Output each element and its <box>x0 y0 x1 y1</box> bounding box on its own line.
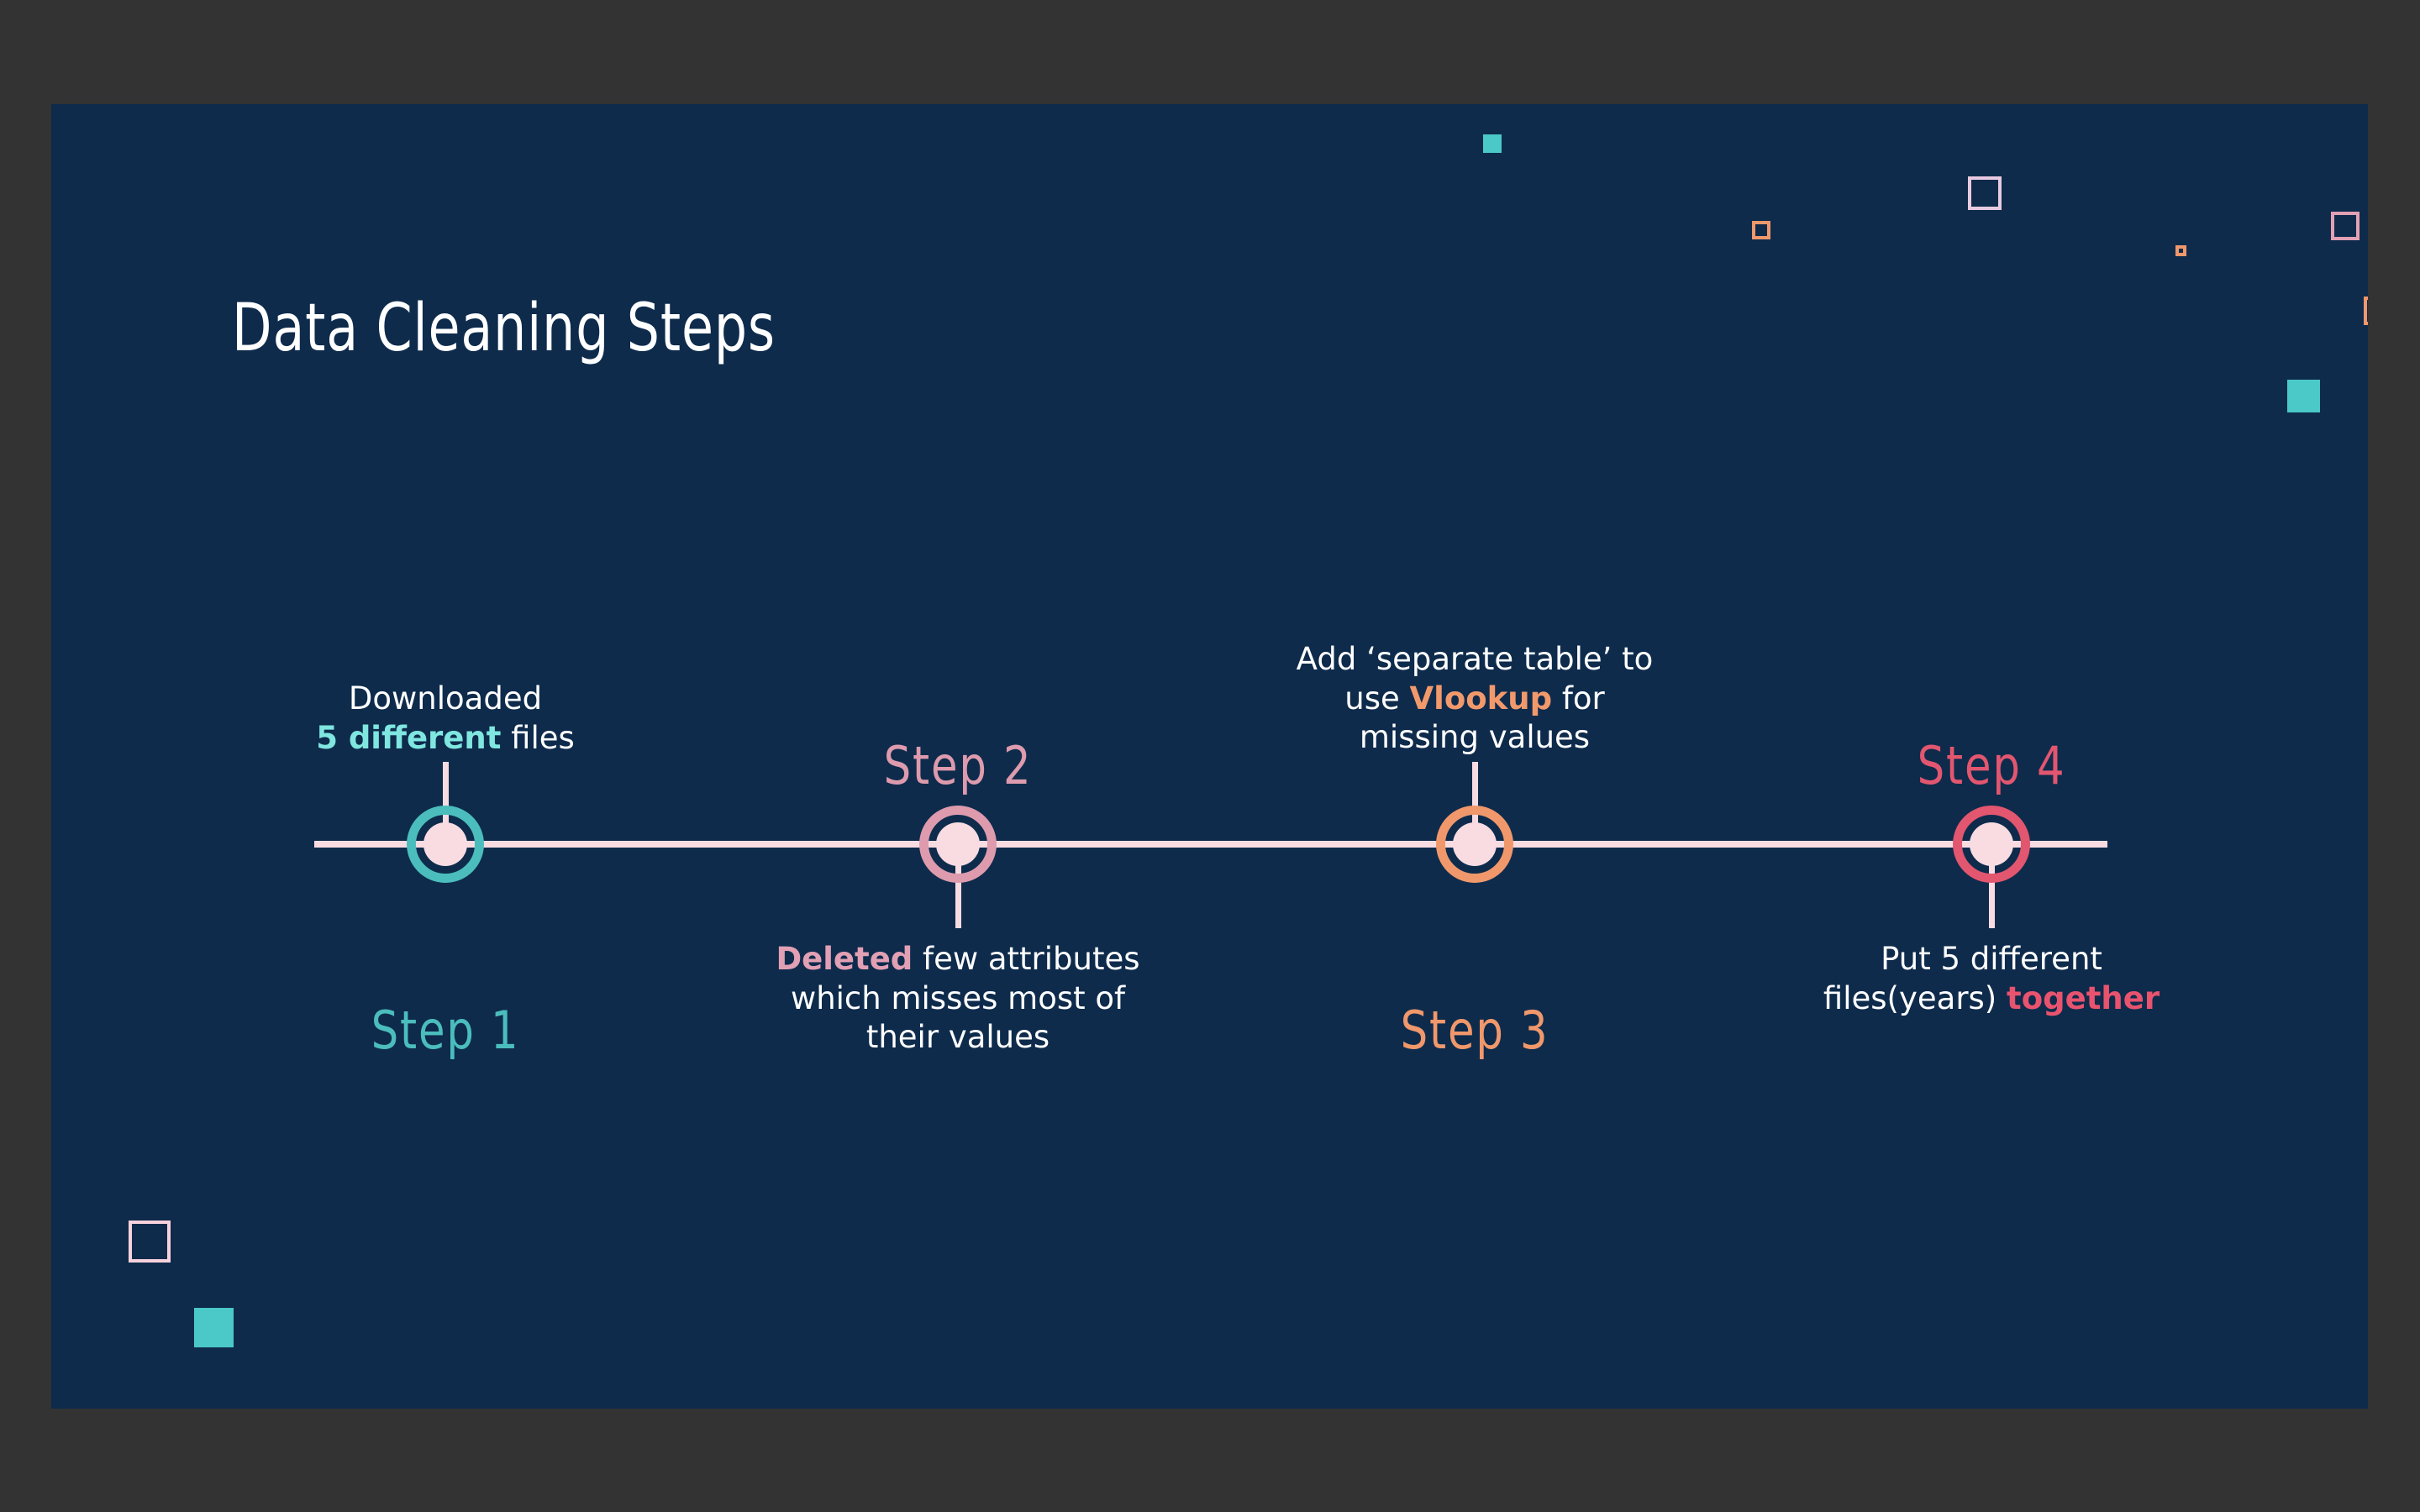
square-orange-outline-sm <box>1752 221 1770 239</box>
connector-stem-2 <box>955 844 961 928</box>
step-label-3: Step 3 <box>1400 1000 1549 1061</box>
description-line: missing values <box>1359 719 1591 756</box>
node-ring-2 <box>919 806 997 883</box>
step-label-1: Step 1 <box>371 1000 520 1061</box>
node-dot-3 <box>1453 822 1497 866</box>
step-label-4: Step 4 <box>1917 735 2066 796</box>
highlight-term: Deleted <box>776 941 913 977</box>
step-label-2: Step 2 <box>883 735 1033 796</box>
description-line: Put 5 different <box>1881 941 2102 977</box>
node-ring-1 <box>407 806 484 883</box>
square-teal-filled-right <box>2287 380 2320 412</box>
square-pink-outline-large <box>1968 176 2002 210</box>
description-line: files(years) together <box>1823 979 2160 1016</box>
description-line: use Vlookup for <box>1344 680 1605 717</box>
description-line: 5 different files <box>316 719 575 756</box>
node-dot-2 <box>936 822 980 866</box>
highlight-term: Vlookup <box>1409 680 1553 717</box>
description-line: which misses most of <box>790 979 1126 1016</box>
highlight-term: together <box>2007 979 2160 1016</box>
highlight-term: 5 different <box>316 719 502 756</box>
square-teal-filled-top <box>1483 134 1502 153</box>
timeline-axis <box>314 841 2107 848</box>
square-pink-outline-bl <box>129 1221 171 1263</box>
description-line: Deleted few attributes <box>776 941 1140 977</box>
square-pink-outline-right <box>2331 212 2360 240</box>
connector-stem-3 <box>1471 762 1478 837</box>
node-ring-4 <box>1953 806 2030 883</box>
square-orange-outline-xs <box>2175 245 2186 256</box>
square-orange-outline-edge <box>2364 297 2368 325</box>
node-ring-3 <box>1436 806 1513 883</box>
connector-stem-4 <box>1988 844 1995 928</box>
description-line: Downloaded <box>348 680 543 717</box>
description-line: their values <box>865 1019 1050 1056</box>
square-teal-filled-bl <box>194 1308 234 1347</box>
connector-stem-1 <box>442 762 449 837</box>
node-dot-4 <box>1970 822 2013 866</box>
page-title: Data Cleaning Steps <box>232 291 776 366</box>
description-line: Add ‘separate table’ to <box>1296 641 1654 677</box>
node-dot-1 <box>424 822 467 866</box>
